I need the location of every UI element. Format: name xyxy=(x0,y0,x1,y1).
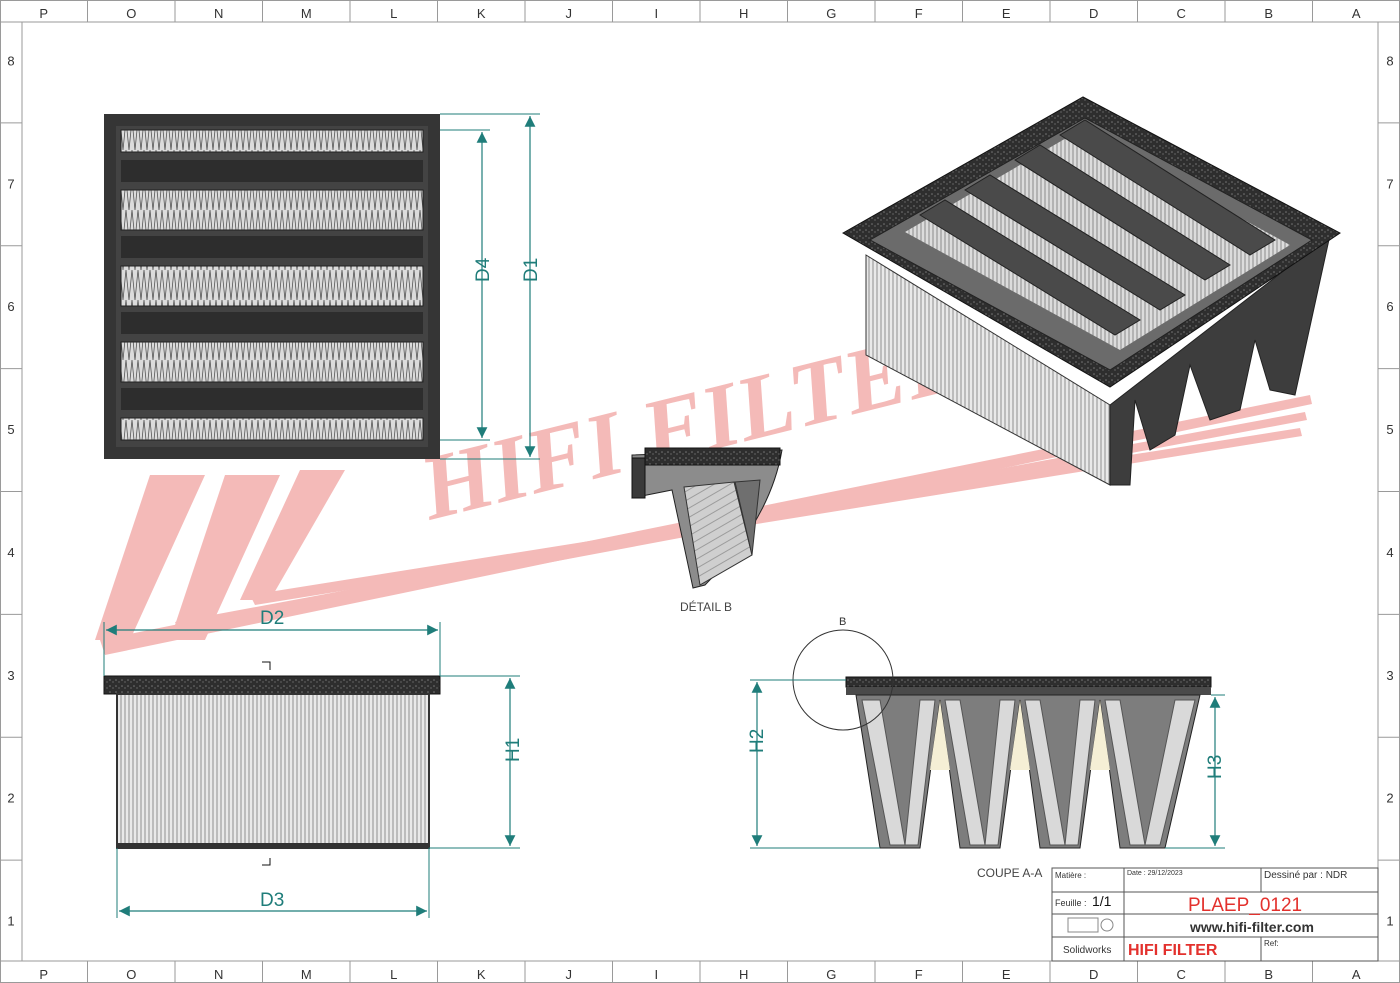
dessine-label: Dessiné par : NDR xyxy=(1264,870,1347,881)
row-label-6-left: 6 xyxy=(7,299,14,314)
feuille-value: 1/1 xyxy=(1092,893,1112,909)
dim-d3: D3 xyxy=(260,890,284,911)
part-number: PLAEP_0121 xyxy=(1188,895,1302,916)
column-label-p-top: P xyxy=(39,6,48,21)
row-label-2-right: 2 xyxy=(1386,791,1393,806)
side-view xyxy=(103,661,441,866)
column-label-k-top: K xyxy=(477,6,486,21)
dim-d4: D4 xyxy=(473,257,494,282)
row-label-4-right: 4 xyxy=(1386,545,1393,560)
column-label-n-bottom: N xyxy=(214,967,223,982)
row-label-5-left: 5 xyxy=(7,422,14,437)
row-references: 8 8 7 7 6 6 5 5 4 4 3 3 2 2 1 1 xyxy=(0,53,1400,929)
column-references: P P O O N N M M L L K K J J I I H H G G F F E E D D C C B B A A xyxy=(39,0,1361,983)
column-label-a-bottom: A xyxy=(1352,967,1361,982)
date-label: Date : 29/12/2023 xyxy=(1127,870,1183,877)
row-label-8-left: 8 xyxy=(7,53,14,68)
row-label-3-left: 3 xyxy=(7,668,14,683)
column-label-o-top: O xyxy=(126,6,136,21)
column-label-i-top: I xyxy=(654,6,658,21)
column-label-l-bottom: L xyxy=(390,967,397,982)
column-label-h-top: H xyxy=(739,6,748,21)
column-label-f-top: F xyxy=(915,6,923,21)
column-label-l-top: L xyxy=(390,6,397,21)
detail-b-label: DÉTAIL B xyxy=(680,599,732,614)
column-label-e-bottom: E xyxy=(1002,967,1011,982)
column-label-b-top: B xyxy=(1264,6,1273,21)
column-label-n-top: N xyxy=(214,6,223,21)
column-label-g-bottom: G xyxy=(826,967,836,982)
column-label-g-top: G xyxy=(826,6,836,21)
front-view xyxy=(104,114,440,459)
column-label-h-bottom: H xyxy=(739,967,748,982)
title-block xyxy=(1051,867,1379,962)
section-label: COUPE A-A xyxy=(977,866,1042,880)
isometric-view xyxy=(841,96,1341,486)
detail-b-view xyxy=(631,447,783,589)
column-label-m-bottom: M xyxy=(301,967,312,982)
software-label: Solidworks xyxy=(1063,945,1111,956)
ref-label: Ref: xyxy=(1264,939,1279,948)
column-label-c-bottom: C xyxy=(1177,967,1186,982)
column-label-k-bottom: K xyxy=(477,967,486,982)
row-label-4-left: 4 xyxy=(7,545,14,560)
row-label-1-right: 1 xyxy=(1386,914,1393,929)
column-label-e-top: E xyxy=(1002,6,1011,21)
row-label-8-right: 8 xyxy=(1386,53,1393,68)
column-label-f-bottom: F xyxy=(915,967,923,982)
column-label-m-top: M xyxy=(301,6,312,21)
row-label-3-right: 3 xyxy=(1386,668,1393,683)
column-label-p-bottom: P xyxy=(39,967,48,982)
column-label-d-top: D xyxy=(1089,6,1098,21)
dim-d1: D1 xyxy=(521,258,542,282)
website: www.hifi-filter.com xyxy=(1189,919,1314,935)
row-label-5-right: 5 xyxy=(1386,422,1393,437)
column-label-c-top: C xyxy=(1177,6,1186,21)
dim-h1: H1 xyxy=(503,738,524,762)
dim-h3: H3 xyxy=(1205,755,1226,779)
front-dimension-lines xyxy=(440,113,540,460)
row-label-1-left: 1 xyxy=(7,914,14,929)
section-dimension-lines xyxy=(750,679,1225,849)
column-label-i-bottom: I xyxy=(654,967,658,982)
side-dimension-lines xyxy=(103,622,520,918)
column-label-o-bottom: O xyxy=(126,967,136,982)
dim-h2: H2 xyxy=(747,729,768,753)
section-view xyxy=(792,629,1212,849)
company-name: HIFI FILTER xyxy=(1128,942,1218,959)
column-label-d-bottom: D xyxy=(1089,967,1098,982)
dim-d2: D2 xyxy=(260,608,284,629)
row-label-2-left: 2 xyxy=(7,791,14,806)
matiere-label: Matière : xyxy=(1055,871,1086,880)
column-label-j-bottom: J xyxy=(566,967,573,982)
row-label-6-right: 6 xyxy=(1386,299,1393,314)
row-label-7-right: 7 xyxy=(1386,176,1393,191)
row-label-7-left: 7 xyxy=(7,176,14,191)
column-label-b-bottom: B xyxy=(1264,967,1273,982)
column-label-a-top: A xyxy=(1352,6,1361,21)
feuille-label: Feuille : xyxy=(1055,898,1087,908)
detail-b-marker: B xyxy=(839,616,846,628)
column-label-j-top: J xyxy=(566,6,573,21)
